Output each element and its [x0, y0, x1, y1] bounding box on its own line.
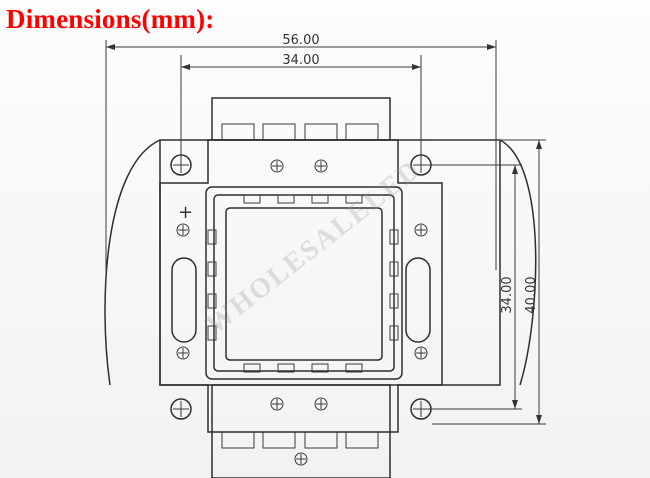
- page-title: Dimensions(mm):: [6, 4, 215, 34]
- bottom-pad-1: [221, 431, 255, 449]
- small-hole: [176, 346, 190, 360]
- dimension-inner-height: [512, 165, 518, 409]
- small-hole: [270, 159, 284, 173]
- bond-pad: [207, 261, 217, 277]
- left-mounting-slot: [171, 257, 197, 343]
- bond-pad: [389, 325, 399, 341]
- bond-pad: [207, 229, 217, 245]
- bottom-pad-3: [304, 431, 338, 449]
- bond-pad: [207, 293, 217, 309]
- small-hole: [314, 159, 328, 173]
- small-hole: [176, 223, 190, 237]
- right-mounting-slot: [405, 257, 431, 343]
- small-hole: [294, 452, 308, 466]
- bond-pad: [207, 325, 217, 341]
- small-hole: [414, 223, 428, 237]
- inner-plate: [159, 139, 443, 433]
- bottom-pad-2: [262, 431, 296, 449]
- bottom-pad-4: [345, 431, 379, 449]
- bond-pad: [311, 363, 329, 373]
- bond-pad: [389, 229, 399, 245]
- top-pad-3: [304, 123, 338, 141]
- dimension-outer-height: [536, 140, 542, 424]
- dimension-outer-width: [105, 40, 497, 285]
- watermark-text: WHOLESALELED: [200, 154, 427, 341]
- small-hole: [414, 346, 428, 360]
- top-pad-1: [221, 123, 255, 141]
- die-frame-outer: [205, 186, 403, 380]
- top-tab-block: [211, 97, 391, 141]
- dimension-inner-width-label: 34.00: [282, 53, 319, 68]
- dimension-outer-width-label: 56.00: [282, 33, 319, 48]
- bond-pad: [277, 194, 295, 204]
- small-hole: [270, 397, 284, 411]
- bond-pad: [345, 363, 363, 373]
- dimension-inner-height-label: 34.00: [500, 276, 515, 313]
- small-hole: [314, 397, 328, 411]
- outer-body-right-curve: [499, 139, 537, 386]
- dimension-vertical-extensions: [421, 139, 546, 425]
- bond-pad: [311, 194, 329, 204]
- die-emitter-area: [225, 207, 383, 361]
- dimension-inner-width: [180, 55, 422, 165]
- outer-body-left-curve: [104, 139, 161, 386]
- die-frame-inner: [213, 194, 395, 372]
- dimension-outer-height-label: 40.00: [524, 276, 539, 313]
- bond-pad: [389, 261, 399, 277]
- top-pad-2: [262, 123, 296, 141]
- polarity-plus-label: +: [178, 202, 193, 223]
- bond-pad: [277, 363, 295, 373]
- bond-pad: [243, 363, 261, 373]
- bond-pad: [345, 194, 363, 204]
- bond-pad: [389, 293, 399, 309]
- top-pad-4: [345, 123, 379, 141]
- mounting-hole-bottom-left: [170, 398, 192, 420]
- bond-pad: [243, 194, 261, 204]
